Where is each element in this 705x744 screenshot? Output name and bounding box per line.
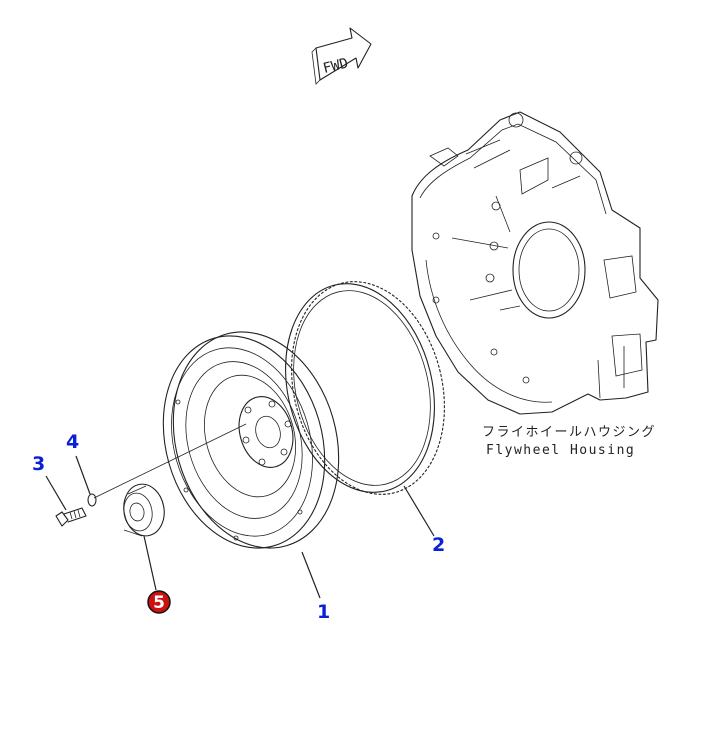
callout-part-3[interactable]: 3 [32,453,45,475]
flywheel-housing [411,111,659,415]
callout-part-5-badge[interactable]: 5 [147,590,171,614]
leader-line-1 [301,551,321,599]
callout-part-1[interactable]: 1 [317,601,330,623]
callout-part-2[interactable]: 2 [432,534,445,556]
leader-line-5 [143,535,157,591]
callout-part-5[interactable]: 5 [153,593,165,613]
leader-line-3 [45,475,67,511]
housing-caption-japanese: フライホイールハウジング [482,425,656,440]
fwd-direction-arrow: FWD [311,27,372,85]
callout-part-4[interactable]: 4 [66,431,79,453]
assembly-axis-line [93,423,247,499]
flywheel [162,331,340,549]
fwd-label: FWD [321,55,349,77]
leader-line-2 [403,485,435,537]
pilot-bearing [123,483,165,537]
highlight-badge [147,590,171,614]
bolt [55,507,87,527]
housing-caption-english: Flywheel Housing [486,443,635,458]
leader-line-4 [75,455,91,495]
washer [87,493,97,507]
ring-gear [285,281,445,495]
